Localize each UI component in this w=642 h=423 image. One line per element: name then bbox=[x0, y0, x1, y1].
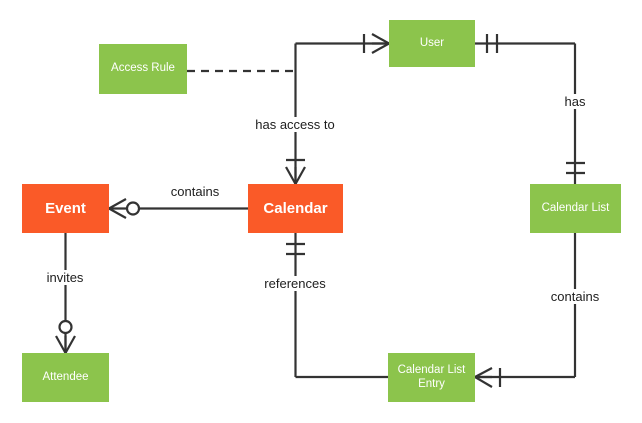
connector-has bbox=[475, 42, 577, 184]
cardinality-zero-or-many-event-right bbox=[108, 198, 141, 219]
cardinality-one-or-many-calendar-top bbox=[285, 158, 306, 185]
cardinality-exactly-one-calendar-bottom bbox=[286, 242, 305, 256]
entity-calendar-label: Calendar bbox=[263, 199, 328, 217]
cardinality-zero-or-many-attendee-top bbox=[55, 319, 76, 354]
edge-label-has-access-to: has access to bbox=[251, 117, 339, 132]
entity-access-rule-label: Access Rule bbox=[111, 62, 175, 75]
entity-event[interactable]: Event bbox=[22, 184, 109, 233]
entity-attendee[interactable]: Attendee bbox=[22, 353, 109, 402]
connector-references bbox=[294, 233, 388, 379]
entity-user-label: User bbox=[419, 36, 445, 49]
cardinality-exactly-one-user-right bbox=[485, 34, 499, 53]
entity-attendee-label: Attendee bbox=[42, 370, 89, 383]
entity-access-rule[interactable]: Access Rule bbox=[99, 44, 187, 94]
entity-calendar-list-entry[interactable]: Calendar List Entry bbox=[388, 353, 475, 402]
cardinality-one-or-many-user-left bbox=[362, 33, 390, 54]
edge-label-contains-event-calendar: contains bbox=[166, 184, 224, 199]
entity-calendar[interactable]: Calendar bbox=[248, 184, 343, 233]
entity-calendar-list[interactable]: Calendar List bbox=[530, 184, 621, 233]
entity-user[interactable]: User bbox=[389, 20, 475, 67]
edge-label-contains-list-entry: contains bbox=[546, 289, 604, 304]
edge-label-has: has bbox=[560, 94, 590, 109]
connector-has-access-to bbox=[294, 42, 389, 184]
cardinality-one-or-many-entry-right bbox=[474, 367, 502, 388]
entity-calendar-list-entry-label: Calendar List Entry bbox=[397, 363, 466, 390]
entity-event-label: Event bbox=[45, 199, 86, 217]
edge-label-invites: invites bbox=[42, 270, 88, 285]
edge-label-references: references bbox=[260, 276, 330, 291]
connector-contains-list-entry bbox=[475, 233, 577, 379]
entity-calendar-list-label: Calendar List bbox=[541, 201, 610, 214]
cardinality-exactly-one-calendar-list-top bbox=[566, 161, 585, 175]
